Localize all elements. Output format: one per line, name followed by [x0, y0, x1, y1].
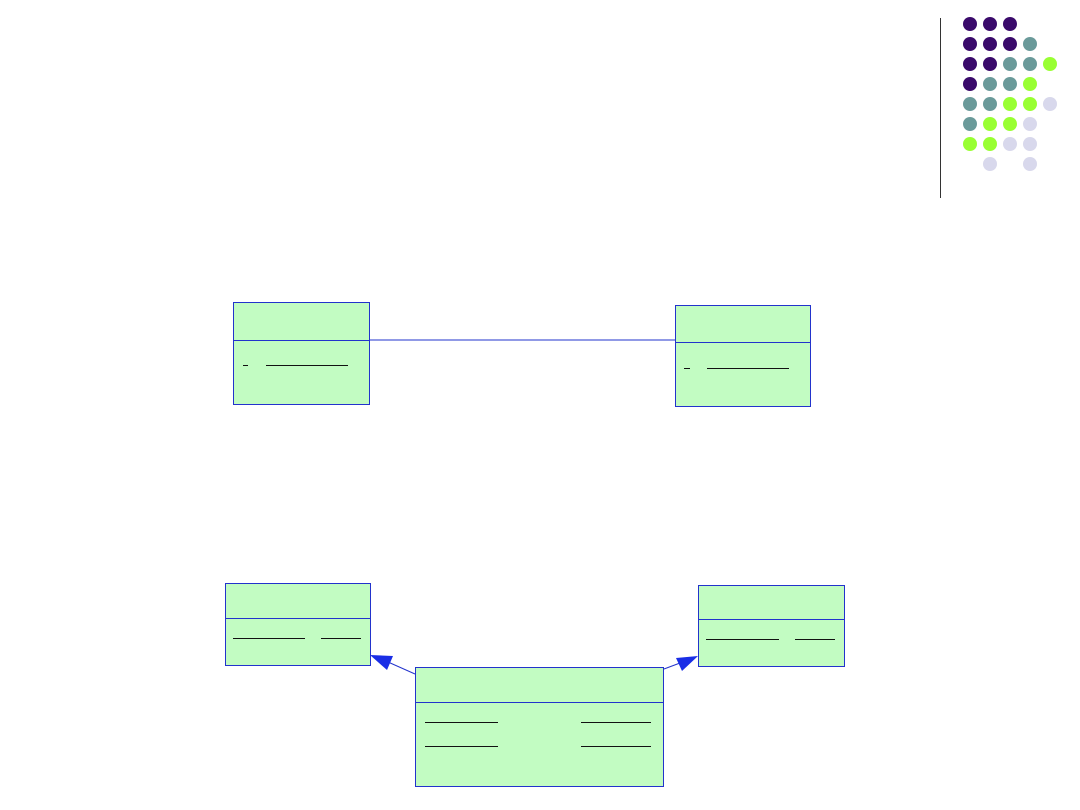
- attribute-visibility-underline: [243, 365, 248, 366]
- class-box-association-right[interactable]: [675, 305, 811, 407]
- attribute-visibility-underline: [684, 368, 690, 369]
- attribute-name-underline: [581, 722, 651, 723]
- attribute-type-underline: [425, 746, 498, 747]
- attribute-name-underline: [795, 639, 835, 640]
- attribute-name-underline: [266, 365, 348, 366]
- class-name-compartment: [699, 586, 844, 620]
- attribute-name-underline: [581, 746, 651, 747]
- attribute-type-underline: [233, 638, 305, 639]
- decorative-divider-line: [940, 18, 941, 198]
- attribute-name-underline: [707, 368, 789, 369]
- attribute-type-underline: [706, 639, 779, 640]
- class-name-compartment: [234, 303, 369, 341]
- class-box-child[interactable]: [415, 667, 664, 787]
- class-box-parent-right[interactable]: [698, 585, 845, 667]
- generalization-line-right: [663, 662, 681, 670]
- generalization-line-left: [387, 661, 416, 675]
- generalization-arrowhead-right: [676, 656, 698, 671]
- class-name-compartment: [676, 306, 810, 343]
- class-box-association-left[interactable]: [233, 302, 370, 405]
- attribute-type-underline: [425, 722, 498, 723]
- class-name-compartment: [226, 584, 370, 619]
- class-name-compartment: [416, 668, 663, 703]
- attribute-name-underline: [321, 638, 361, 639]
- generalization-arrowhead-left: [370, 655, 393, 670]
- class-box-parent-left[interactable]: [225, 583, 371, 666]
